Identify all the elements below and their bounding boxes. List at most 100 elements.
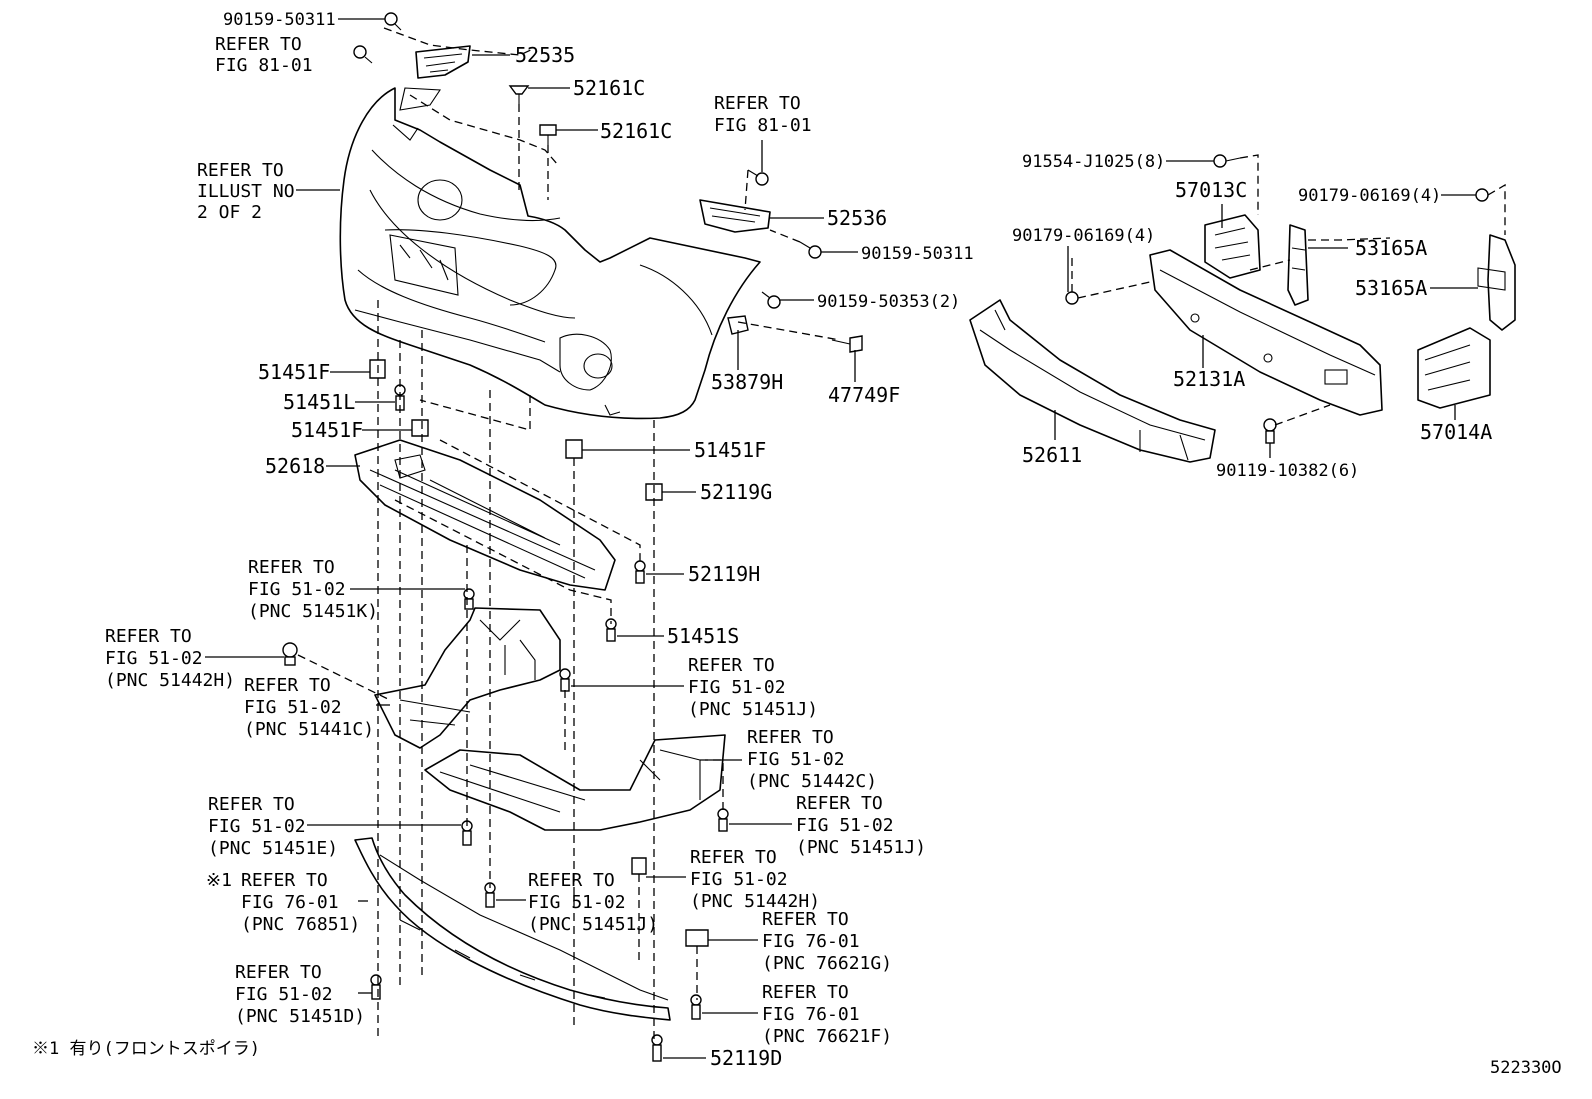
nut-icon	[1475, 188, 1489, 202]
reference-label: (PNC 51441C)	[244, 719, 374, 740]
reinforcement-52131A	[1149, 249, 1383, 416]
bumper-absorber-52611	[969, 299, 1216, 463]
bolt-icon	[1263, 418, 1277, 444]
bracket-52535	[415, 45, 471, 79]
reference-label: (PNC 51451J)	[688, 699, 818, 720]
bolt-icon	[747, 169, 769, 186]
reference-label: REFER TO	[528, 870, 615, 891]
reference-label: REFER TO	[762, 982, 849, 1003]
reference-label: REFER TO	[197, 160, 284, 181]
reference-label: FIG 76-01	[762, 931, 860, 952]
part-label: 51451F	[694, 438, 766, 462]
part-label: 52119H	[688, 562, 760, 586]
part-label: 52161C	[600, 119, 672, 143]
part-label: 91554-J1025(8)	[1022, 152, 1165, 172]
reference-label: (PNC 76621G)	[762, 953, 892, 974]
clip-icon	[631, 857, 647, 875]
bracket-53165A-right	[1477, 234, 1516, 331]
part-label: 52618	[265, 454, 325, 478]
bolt-icon	[559, 668, 571, 692]
reference-label: FIG 81-01	[215, 55, 313, 76]
reference-label: REFER TO	[235, 962, 322, 983]
reference-label: (PNC 76851)	[241, 914, 360, 935]
part-label: 51451F	[291, 418, 363, 442]
reference-label: (PNC 51451K)	[248, 601, 378, 622]
part-label: 53165A	[1355, 236, 1427, 260]
bolt-icon	[394, 384, 406, 411]
part-label: 90159-50311	[223, 10, 336, 30]
bracket-57013C	[1204, 214, 1261, 279]
bolt-icon	[484, 882, 496, 908]
label-layer: 90159-50311 REFER TO FIG 81-01 52535 521…	[32, 10, 1562, 1078]
part-label: 51451F	[258, 360, 330, 384]
reference-label: (PNC 76621F)	[762, 1026, 892, 1047]
reference-label: FIG 51-02	[235, 984, 333, 1005]
engine-under-cover-upper	[374, 607, 561, 749]
part-label: 90179-06169(4)	[1298, 186, 1441, 206]
reference-label: REFER TO	[248, 557, 335, 578]
clip-icon	[831, 335, 863, 353]
reference-label: (PNC 51451E)	[208, 838, 338, 859]
part-label: 90159-50353(2)	[817, 292, 960, 312]
reference-label: FIG 81-01	[714, 115, 812, 136]
bracket-52536	[699, 199, 771, 233]
assembly-lines-right	[1071, 154, 1506, 426]
bracket-57014A	[1417, 327, 1491, 409]
clip-icon	[685, 929, 709, 947]
part-label: 52161C	[573, 76, 645, 100]
reference-label: REFER TO	[208, 794, 295, 815]
bolt-icon	[384, 12, 402, 31]
reference-label: REFER TO	[796, 793, 883, 814]
reference-label: FIG 51-02	[690, 869, 788, 890]
reference-label: FIG 51-02	[528, 892, 626, 913]
reference-label: FIG 76-01	[762, 1004, 860, 1025]
nut-icon	[565, 439, 583, 459]
bolt-icon	[353, 45, 373, 64]
bolt-icon	[1213, 154, 1241, 168]
reference-label: REFER TO	[762, 909, 849, 930]
part-label: 57014A	[1420, 420, 1492, 444]
bracket-53165A-left	[1287, 224, 1309, 306]
figure-code: 522330O	[1490, 1058, 1562, 1078]
bolt-icon	[717, 808, 729, 832]
nut-icon	[727, 315, 749, 335]
reference-label: (PNC 51442C)	[747, 771, 877, 792]
reference-label: FIG 51-02	[747, 749, 845, 770]
reference-label: REFER TO	[688, 655, 775, 676]
footnote-marker: ※1	[206, 870, 232, 891]
front-bumper-cover	[339, 87, 761, 420]
part-label: 52119D	[710, 1046, 782, 1070]
part-label: 90119-10382(6)	[1216, 461, 1359, 481]
fastener-group-left	[282, 12, 863, 1062]
bolt-icon	[690, 994, 702, 1020]
part-label: 51451L	[283, 390, 355, 414]
reference-label: FIG 51-02	[105, 648, 203, 669]
reference-label: FIG 51-02	[796, 815, 894, 836]
engine-under-cover-lower	[424, 734, 726, 831]
front-spoiler	[354, 837, 671, 1021]
clip-icon	[282, 642, 298, 666]
part-label: 52535	[515, 43, 575, 67]
bolt-icon	[605, 618, 617, 642]
reference-label: REFER TO	[241, 870, 328, 891]
footnote: ※1 有り(フロントスポイラ)	[32, 1039, 260, 1059]
part-label: 53165A	[1355, 276, 1427, 300]
reference-label: (PNC 51451J)	[796, 837, 926, 858]
reference-label: REFER TO	[714, 93, 801, 114]
part-label: 52611	[1022, 443, 1082, 467]
reference-label: REFER TO	[215, 34, 302, 55]
reference-label: (PNC 51451J)	[528, 914, 658, 935]
bolt-icon	[761, 291, 781, 309]
assembly-lines-left	[297, 27, 841, 1040]
reference-label: FIG 76-01	[241, 892, 339, 913]
clip-icon	[539, 124, 557, 145]
reference-label: (PNC 51442H)	[105, 670, 235, 691]
reference-label: REFER TO	[690, 847, 777, 868]
reference-label: FIG 51-02	[244, 697, 342, 718]
part-label: 90179-06169(4)	[1012, 226, 1155, 246]
bolt-icon	[634, 560, 646, 584]
part-label: 52131A	[1173, 367, 1245, 391]
nut-icon	[1065, 291, 1079, 305]
reference-label: ILLUST NO	[197, 181, 295, 202]
